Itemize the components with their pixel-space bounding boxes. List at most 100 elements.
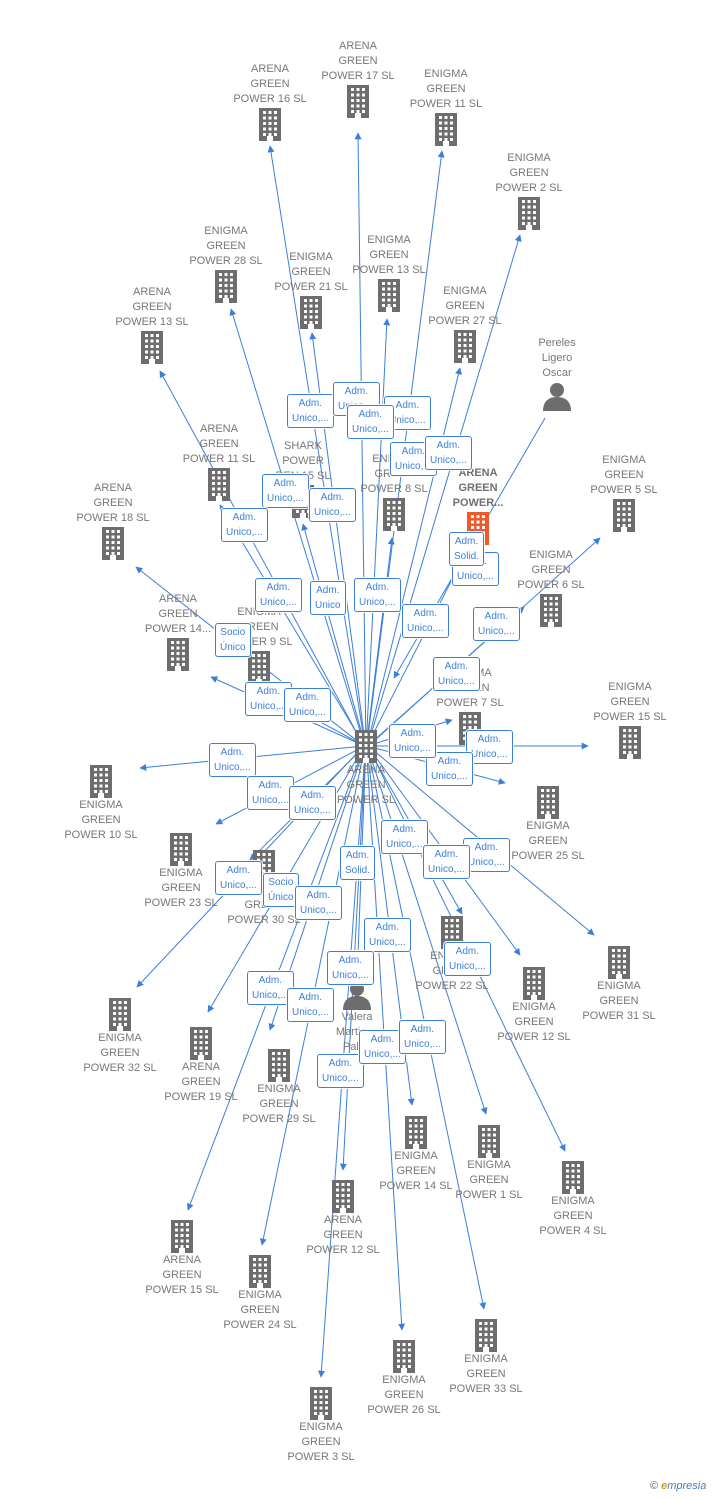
relation-label[interactable]: Adm. Unico,... [399,1020,446,1054]
relation-edge [366,537,395,742]
building-icon [405,1116,427,1149]
relation-label[interactable]: Socio Único [215,623,251,657]
relation-label[interactable]: Adm. Unico,... [215,861,262,895]
building-icon [249,1255,271,1288]
relation-label[interactable]: Adm. Unico,... [473,607,520,641]
relation-label[interactable]: Adm. Unico,... [289,786,336,820]
company-node[interactable]: ENIGMA GREEN POWER 12 SL [479,966,589,1045]
company-node[interactable]: ENIGMA GREEN POWER 5 SL [569,453,679,532]
company-node[interactable]: ARENA GREEN POWER 19 SL [146,1026,256,1105]
relation-label[interactable]: Adm. Unico,... [426,752,473,786]
relation-label[interactable]: Adm. Unico,... [295,886,342,920]
company-node[interactable]: ENIGMA GREEN POWER 10 SL [46,764,156,843]
node-label: ENIGMA GREEN POWER 29 SL [242,1083,316,1125]
company-node[interactable]: ENIGMA GREEN POWER 11 SL [391,67,501,146]
node-label: ENIGMA GREEN POWER 25 SL [511,820,585,862]
person-node[interactable]: Valera Martinez Pablo [302,980,412,1055]
relation-label[interactable]: Adm. Unico,... [327,951,374,985]
company-node[interactable]: ARENA GREEN POWER 11 SL [164,422,274,501]
company-node[interactable]: ENIGMA GREEN POWER 6 SL [496,548,606,627]
company-node[interactable]: ENIGMA GREEN POWER 26 SL [349,1339,459,1418]
building-icon [171,1220,193,1253]
company-node[interactable]: ARENA GREEN POWER 18 SL [58,481,168,560]
company-node[interactable]: ENIGMA GREEN POWER 27 SL [410,284,520,363]
node-label: ARENA GREEN POWER 16 SL [233,63,307,105]
company-node[interactable]: ENIGMA GREEN POWER 25 SL [493,785,603,864]
node-label: ARENA GREEN POWER 17 SL [321,40,395,82]
company-node[interactable]: ENIGMA GREEN POWER 15 SL [575,680,685,759]
company-node[interactable]: ARENA GREEN POWER 17 SL [303,39,413,118]
building-icon [523,967,545,1000]
company-node[interactable]: ARENA GREEN POWER 15 SL [127,1219,237,1298]
company-node[interactable]: ENIGMA GREEN POWER 3 SL [266,1386,376,1465]
relation-label[interactable]: Adm. Unico,... [287,988,334,1022]
company-node[interactable]: ENIGMA GREEN POWER 4 SL [518,1160,628,1239]
node-label: ARENA GREEN POWER 13 SL [115,286,189,328]
relation-label[interactable]: Adm. Unico,... [317,1054,364,1088]
relation-label[interactable]: Socio Único [263,873,299,907]
node-label: ENIGMA GREEN POWER 27 SL [428,285,502,327]
relation-label[interactable]: Adm. Unico,... [245,682,292,716]
relation-label[interactable]: Adm. Unico [310,581,346,615]
relation-label[interactable]: Adm. Solid. [449,532,485,566]
relation-label[interactable]: Adm. Unico,... [247,971,294,1005]
company-node[interactable]: ENIGMA GREEN POWER 28 SL [171,224,281,303]
company-node[interactable]: ARENA GREEN POWER 13 SL [97,285,207,364]
company-node[interactable]: ENIGMA GREEN POWER 33 SL [431,1318,541,1397]
relation-label[interactable]: Adm. Unico,... [390,442,437,476]
relation-label[interactable]: Adm. Unico,... [309,488,356,522]
building-icon [310,1387,332,1420]
relation-label[interactable]: Adm. Unico,... [466,730,513,764]
relation-label[interactable]: Adm. Unico,... [287,394,334,428]
relation-label[interactable]: Adm. Unico,... [381,820,428,854]
relation-label[interactable]: Adm. Solid. [340,846,376,880]
relation-label[interactable]: Adm. Unico,... [364,918,411,952]
relation-label[interactable]: Adm. Unico,... [209,743,256,777]
relation-label[interactable]: Adm. Unico,... [284,688,331,722]
company-node[interactable]: ENIGMA GREEN POWER 29 SL [224,1048,334,1127]
company-node[interactable]: ENIGMA GREEN POWER 31 SL [564,945,674,1024]
company-node[interactable]: ENIGMA GREEN POWER 1 SL [434,1124,544,1203]
company-node[interactable]: ENIGMA GREEN POWER 23 SL [126,832,236,911]
company-node[interactable]: ARENA GREEN POWER 14... [123,592,233,671]
company-node[interactable]: ENIGMA GREEN POWER 14 SL [361,1115,471,1194]
building-icon [248,651,270,684]
company-node[interactable]: ENIGMA GREEN POWER 2 SL [474,151,584,230]
company-node[interactable]: ENIGMA GREEN POWER 13 SL [334,233,444,312]
building-icon [355,730,377,763]
node-label: ENIGMA GREEN POWER 24 SL [223,1289,297,1331]
company-node[interactable]: ENIGMA GREEN POWER 24 SL [205,1254,315,1333]
node-label: ENIGMA GREEN POWER 13 SL [352,234,426,276]
relation-label[interactable]: Adm. Unico,... [444,942,491,976]
relation-label[interactable]: Adm. Unico,... [255,578,302,612]
relation-label[interactable]: Adm. Unico,... [425,436,472,470]
company-node[interactable]: ARENA GREEN POWER 16 SL [215,62,325,141]
relation-label[interactable]: Adm. Unico,... [221,508,268,542]
company-node[interactable]: ENIGMA GREEN POWER 32 SL [65,997,175,1076]
node-label: ARENA GREEN POWER... [452,467,504,509]
node-label: ENIGMA GREEN POWER 26 SL [367,1374,441,1416]
company-node[interactable]: ARENA GREEN POWER 12 SL [288,1179,398,1258]
relation-label[interactable]: Adm. Unico,... [247,776,294,810]
person-node[interactable]: Pereles Ligero Oscar [502,336,612,411]
relation-label[interactable]: Adm. Unico,... [347,405,394,439]
relation-label[interactable]: Adm. Unico,... [359,1030,406,1064]
relation-label[interactable]: Adm. Unico,... [402,604,449,638]
brand-watermark: ©empresia [650,1480,706,1492]
center-company-node[interactable]: ARENA GREEN POWER SL [311,729,421,808]
company-node[interactable]: ENIGMA GREEN POWER 21 SL [256,250,366,329]
relation-label[interactable]: Adm. Unico,... [262,474,309,508]
building-icon [478,1125,500,1158]
relation-label[interactable]: Adm. Unico,... [433,657,480,691]
building-icon [215,270,237,303]
building-icon [608,946,630,979]
relation-edge [368,367,462,739]
relation-label[interactable]: Adm. Unico,... [423,845,470,879]
building-icon [109,998,131,1031]
relation-label[interactable]: Adm. Unico,... [389,724,436,758]
relation-edge [368,559,463,743]
relation-edge [159,370,361,739]
relation-label[interactable]: Adm. Unico,... [354,578,401,612]
relation-label[interactable]: Adm. Unico,... [463,838,510,872]
